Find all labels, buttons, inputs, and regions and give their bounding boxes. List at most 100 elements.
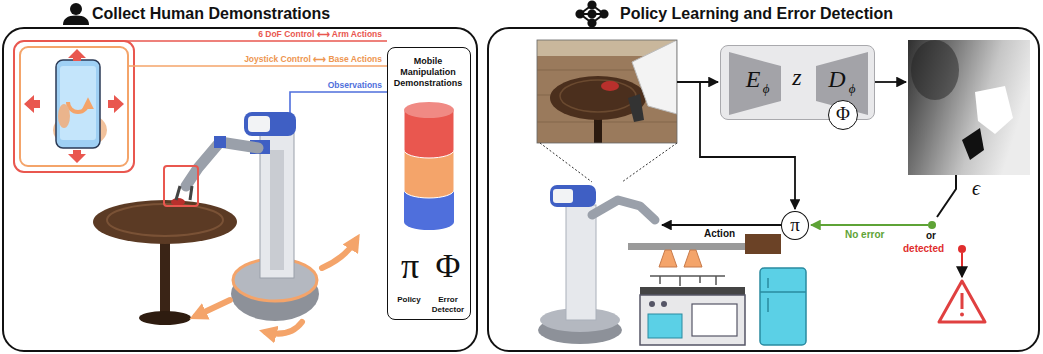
kitchen bbox=[640, 295, 745, 345]
robot bbox=[248, 116, 270, 132]
kitchen bbox=[649, 301, 655, 307]
text-slot: π bbox=[393, 246, 427, 287]
camera-image bbox=[560, 80, 636, 112]
encoder-symbol: E bbox=[743, 66, 763, 94]
kitchen bbox=[661, 301, 667, 307]
text-slot: ϕ bbox=[845, 82, 859, 97]
dataset-cylinder bbox=[404, 102, 454, 230]
text-slot: z bbox=[787, 64, 807, 92]
text-slot: E bbox=[743, 66, 763, 94]
text-slot: or bbox=[926, 230, 936, 242]
text-slot: Φ bbox=[829, 101, 857, 127]
robot-right bbox=[566, 205, 596, 320]
kitchen bbox=[692, 304, 737, 336]
robot bbox=[214, 136, 226, 148]
switch bbox=[928, 175, 966, 277]
phone-control bbox=[58, 104, 70, 128]
warning-sign bbox=[960, 313, 964, 317]
heatmap bbox=[962, 128, 984, 160]
network-icon bbox=[576, 10, 583, 17]
camera-image bbox=[537, 40, 677, 143]
signal-label: Joystick Control ⟷ Base Actions bbox=[244, 54, 382, 64]
phone-control bbox=[68, 49, 86, 61]
table bbox=[171, 198, 185, 206]
signal-lines bbox=[124, 41, 387, 116]
encoder-trapezoid bbox=[729, 52, 781, 115]
dataset-box: Mobile Manipulation Demonstrations πPolic… bbox=[387, 47, 471, 320]
robot bbox=[164, 112, 319, 321]
robot-right bbox=[553, 189, 573, 203]
kitchen bbox=[650, 276, 725, 286]
text-slot: Mobile Manipulation Demonstrations bbox=[388, 56, 468, 88]
signal-lines bbox=[128, 65, 387, 67]
subscript: ϕ bbox=[759, 82, 773, 97]
robot-right bbox=[538, 185, 655, 344]
kitchen bbox=[640, 287, 745, 295]
warning-sign bbox=[939, 281, 985, 322]
switch bbox=[958, 245, 966, 253]
robot-right bbox=[550, 185, 596, 207]
text-slot: ϕ bbox=[759, 82, 773, 97]
heatmap bbox=[908, 40, 1030, 175]
phone-control bbox=[68, 150, 86, 163]
text-slot: Action bbox=[702, 228, 737, 240]
text-slot: Policy Learning and Error Detection bbox=[620, 4, 893, 23]
kitchen bbox=[659, 250, 677, 267]
text-slot: 6 DoF Control ⟷ Arm Actions bbox=[258, 29, 382, 39]
robot bbox=[164, 166, 198, 206]
robot bbox=[244, 112, 296, 136]
kitchen bbox=[628, 234, 806, 345]
camera-image bbox=[540, 143, 677, 182]
network-icon bbox=[588, 19, 595, 26]
base-arrows bbox=[322, 240, 356, 268]
person-icon bbox=[70, 3, 82, 15]
arrow-label: detected bbox=[903, 243, 944, 255]
base-arrows bbox=[266, 322, 302, 334]
text-slot: Error Detector bbox=[426, 295, 470, 314]
heatmap bbox=[975, 86, 1013, 134]
switch bbox=[937, 175, 956, 217]
heatmap bbox=[911, 40, 959, 100]
robot-right bbox=[592, 200, 655, 220]
network-icon bbox=[600, 10, 607, 17]
text-slot: No error bbox=[845, 229, 884, 241]
flow-arrows bbox=[677, 81, 718, 83]
person-icon bbox=[63, 16, 89, 26]
heatmap bbox=[908, 40, 1030, 175]
policy-circle: π bbox=[781, 211, 809, 240]
text-slot: D bbox=[827, 66, 847, 94]
collection-panel: Collect Human DemonstrationsMobile Manip… bbox=[2, 0, 478, 352]
base-arrows bbox=[196, 300, 230, 316]
symbol-caption: Policy bbox=[389, 295, 429, 305]
learning-panel: Policy Learning and Error DetectionEϕzDϕ… bbox=[487, 0, 1040, 352]
threshold-symbol: ϵ bbox=[972, 176, 980, 200]
phone-control bbox=[24, 95, 40, 113]
text-slot: Joystick Control ⟷ Base Actions bbox=[244, 54, 382, 64]
kitchen bbox=[760, 278, 806, 312]
person-icon bbox=[63, 3, 89, 25]
phone-control bbox=[14, 41, 134, 172]
flow-arrows bbox=[875, 81, 906, 83]
arrow-label: No error bbox=[845, 229, 884, 241]
phone-control bbox=[56, 60, 100, 148]
text-slot: Policy bbox=[389, 295, 429, 305]
signal-lines bbox=[124, 40, 387, 42]
kitchen bbox=[648, 314, 682, 338]
camera-image bbox=[537, 40, 677, 182]
robot bbox=[270, 150, 284, 270]
text-slot: Observations bbox=[328, 80, 382, 90]
symbol: Φ bbox=[829, 101, 857, 127]
symbol: π bbox=[393, 246, 427, 287]
network-icon bbox=[588, 10, 595, 17]
base-arrows bbox=[196, 240, 356, 334]
table bbox=[107, 204, 223, 236]
signal-label: 6 DoF Control ⟷ Arm Actions bbox=[258, 29, 382, 39]
kitchen bbox=[684, 250, 702, 267]
subscript: ϕ bbox=[845, 82, 859, 97]
warning-sign bbox=[961, 293, 964, 309]
kitchen bbox=[745, 234, 781, 254]
text-slot: detected bbox=[903, 243, 944, 255]
arrow-label: Action bbox=[702, 228, 737, 240]
